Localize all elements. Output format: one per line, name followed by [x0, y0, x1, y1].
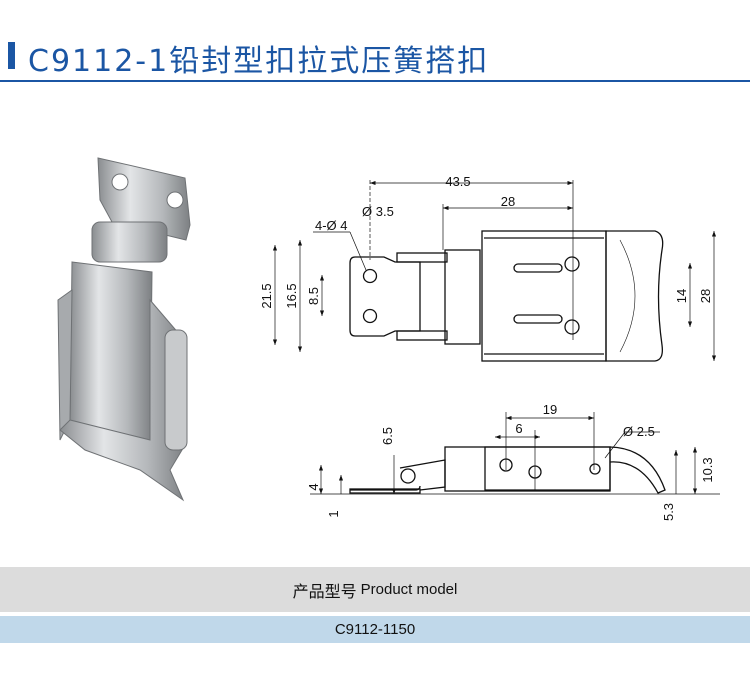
table-row: C9112-1150: [0, 616, 750, 643]
product-photo: [57, 157, 191, 502]
table-header-row: 产品型号 Product model: [0, 567, 750, 612]
header-en: Product model: [360, 581, 458, 598]
dim-height-inner: 16.5: [284, 283, 299, 308]
dim-plate-thickness: 1: [326, 510, 341, 517]
dim-small-hole: Ø 2.5: [623, 424, 655, 439]
dim-overall-height: 10.3: [700, 457, 715, 482]
dim-pin-dia: Ø 3.5: [362, 204, 394, 219]
dim-body-height: 28: [698, 289, 713, 303]
dim-pin-height: 6.5: [380, 427, 395, 445]
top-view-dimensions: [272, 180, 717, 361]
title-accent-bar: [8, 42, 15, 69]
dim-hole-pitch: 8.5: [306, 287, 321, 305]
side-view-dimensions: [310, 412, 720, 495]
top-view-drawing: [349, 230, 664, 362]
side-view-drawing: [349, 446, 666, 494]
dim-hole-span: 19: [543, 402, 557, 417]
title-divider: [0, 80, 750, 82]
technical-drawing: 43.5 28 Ø 3.5 4-Ø 4 21.5 16.5 8.5 14 28 …: [57, 157, 720, 521]
dim-height-outer: 21.5: [259, 283, 274, 308]
dim-overall-length: 43.5: [445, 174, 470, 189]
model-number: C9112-1150: [334, 621, 416, 638]
header-cn: 产品型号: [292, 581, 357, 601]
dim-plate-height: 4: [306, 483, 321, 490]
page-title: C9112-1铅封型扣拉式压簧搭扣: [28, 44, 490, 79]
dim-hole-offset: 6: [515, 421, 522, 436]
dim-body-length: 28: [501, 194, 515, 209]
dim-hook-drop: 5.3: [661, 503, 676, 521]
dim-slot-pitch: 14: [674, 289, 689, 303]
dim-holes: 4-Ø 4: [315, 218, 348, 233]
